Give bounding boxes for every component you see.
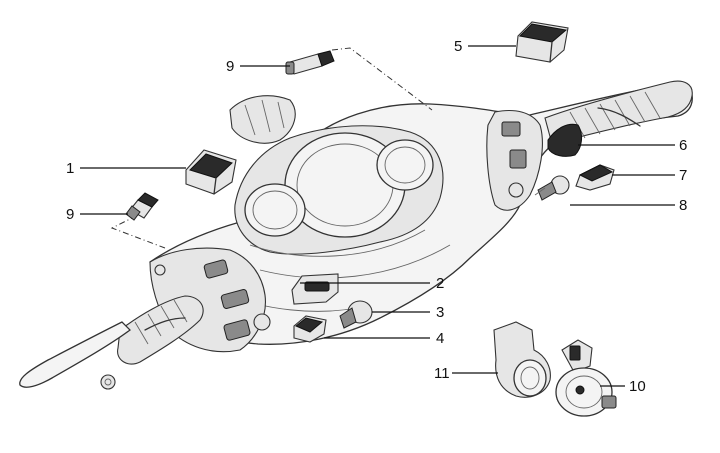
leader-lines bbox=[80, 45, 675, 387]
part-8-knob bbox=[534, 175, 570, 201]
part-11-ignition-shroud bbox=[493, 321, 551, 398]
part-1-switch bbox=[185, 149, 237, 195]
label-part-8: 8 bbox=[679, 197, 687, 214]
label-part-11: 11 bbox=[434, 365, 450, 382]
part-9-bulb-top bbox=[285, 50, 335, 75]
part-10-ignition-switch bbox=[555, 339, 617, 417]
label-part-4: 4 bbox=[436, 330, 444, 347]
label-part-7: 7 bbox=[679, 167, 687, 184]
left-grip bbox=[117, 295, 204, 365]
label-part-9-left: 9 bbox=[66, 206, 74, 223]
right-grip bbox=[544, 80, 693, 145]
assembly-line-9-top bbox=[331, 47, 433, 111]
label-part-1: 1 bbox=[66, 160, 74, 177]
label-part-3: 3 bbox=[436, 304, 444, 321]
handlebar-assembly bbox=[19, 80, 693, 390]
part-4-switch bbox=[293, 315, 327, 343]
assembly-line-9-left bbox=[110, 209, 166, 249]
label-part-2: 2 bbox=[436, 275, 444, 292]
part-2-switch bbox=[291, 273, 339, 305]
part-5-switch bbox=[515, 21, 569, 63]
label-part-9-top: 9 bbox=[226, 58, 234, 75]
brake-lever bbox=[19, 321, 131, 388]
part-9-bulb-left bbox=[125, 192, 159, 221]
label-part-6: 6 bbox=[679, 137, 687, 154]
part-6-grip-cover bbox=[547, 123, 583, 157]
part-3-knob bbox=[339, 300, 373, 329]
part-7-switch bbox=[575, 164, 615, 191]
label-part-10: 10 bbox=[629, 378, 646, 395]
right-switch-housing bbox=[486, 109, 543, 211]
left-gauge bbox=[244, 183, 306, 237]
label-part-5: 5 bbox=[454, 38, 462, 55]
